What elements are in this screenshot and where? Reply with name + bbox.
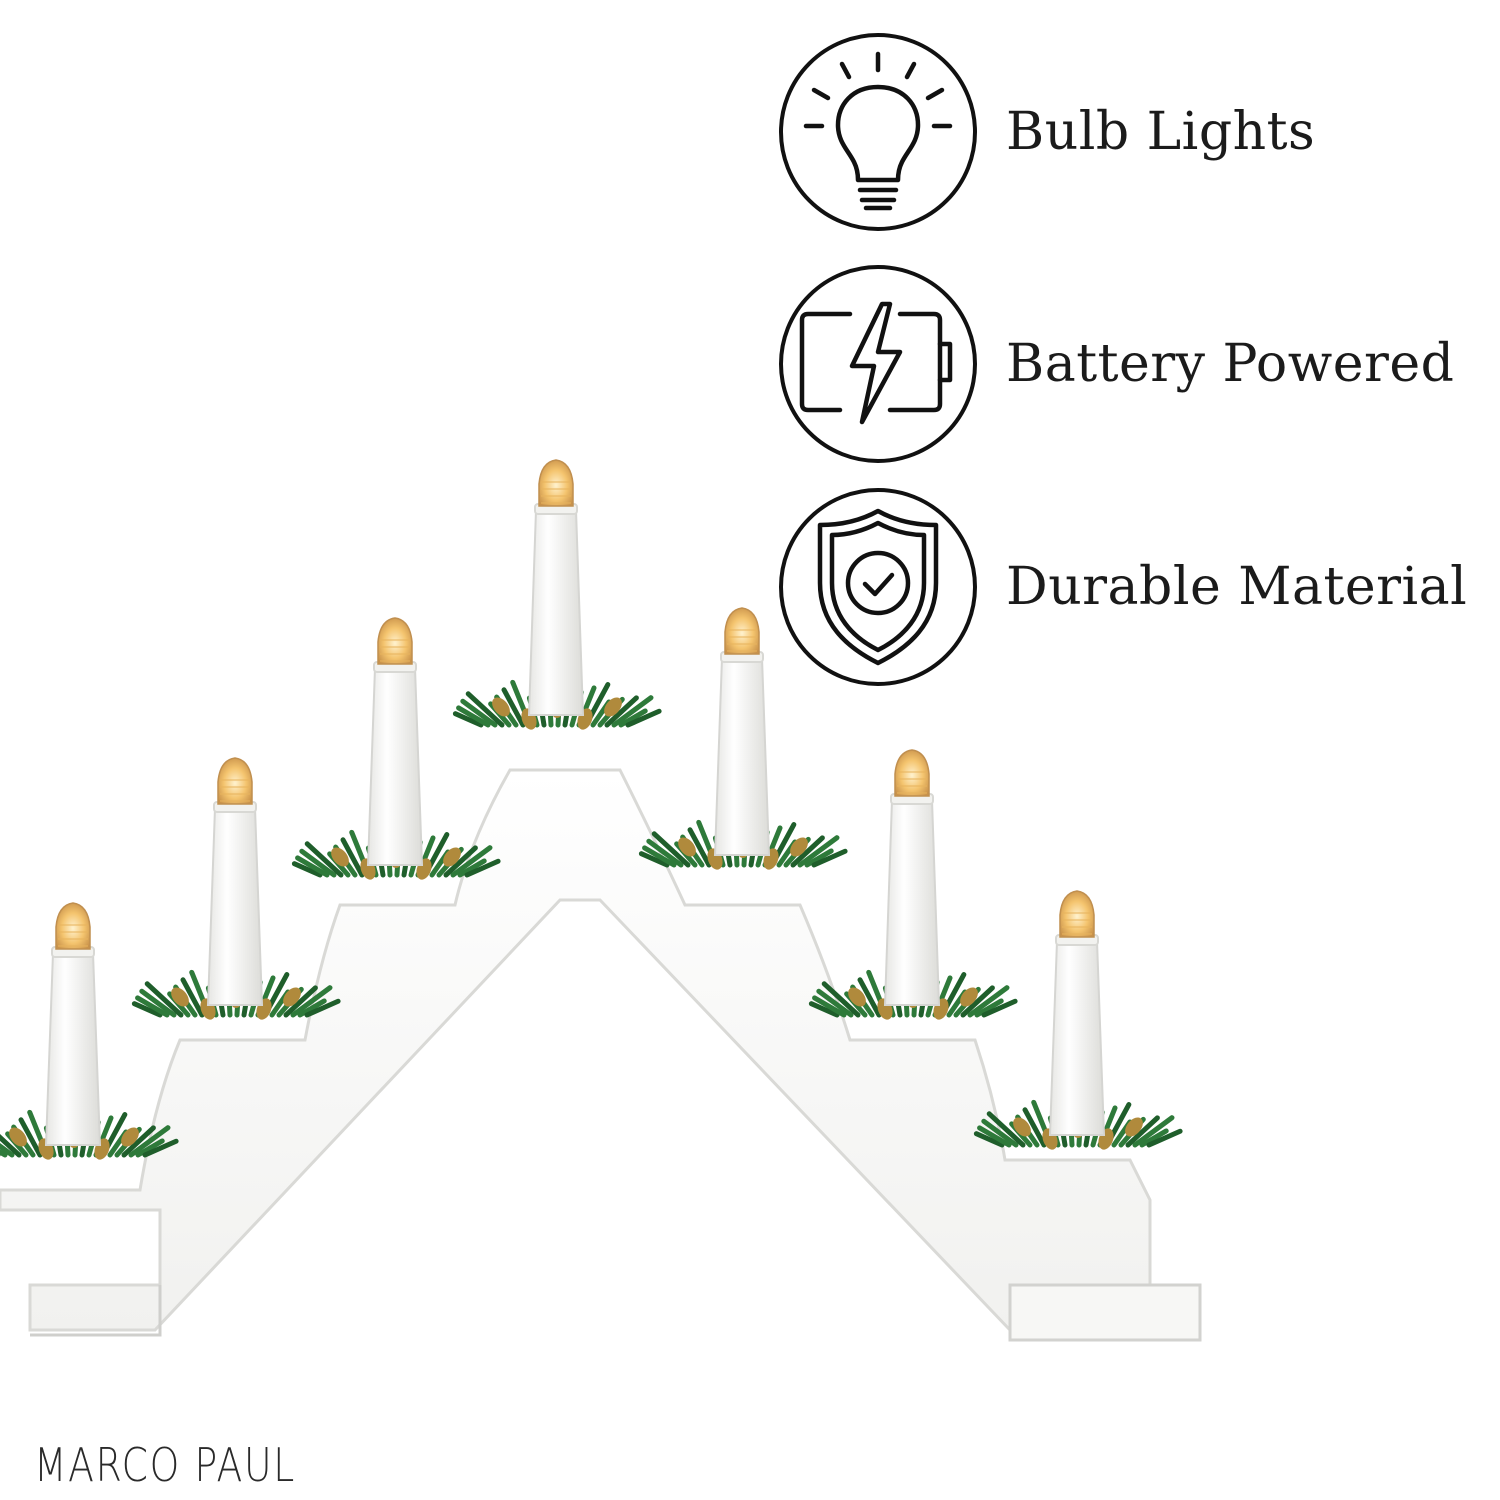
bulb	[55, 902, 91, 950]
candle	[131, 757, 341, 1020]
candle	[291, 617, 501, 880]
battery-charging-icon	[779, 265, 977, 463]
candle	[452, 459, 662, 730]
feature-durable-material: Durable Material	[778, 487, 1478, 687]
bridge	[0, 768, 1202, 1342]
bulb	[724, 607, 760, 655]
shield-check-icon	[779, 488, 977, 686]
feature-label: Durable Material	[1006, 557, 1468, 617]
bulb	[1059, 890, 1095, 938]
lightbulb-icon	[779, 33, 977, 231]
candle	[973, 890, 1183, 1150]
bulb	[894, 749, 930, 797]
candle	[808, 749, 1018, 1020]
candles	[0, 459, 1183, 1160]
feature-label: Bulb Lights	[1006, 102, 1316, 162]
feature-bulb-lights: Bulb Lights	[778, 32, 1478, 232]
bulb	[538, 459, 574, 507]
candle	[638, 607, 848, 870]
bulb	[217, 757, 253, 805]
bulb	[377, 617, 413, 665]
brand-logo: MARCO PAUL	[34, 1438, 296, 1492]
feature-battery-powered: Battery Powered	[778, 264, 1478, 464]
feature-label: Battery Powered	[1006, 334, 1455, 394]
candle	[0, 902, 179, 1160]
greenery-wreath	[131, 966, 341, 1020]
